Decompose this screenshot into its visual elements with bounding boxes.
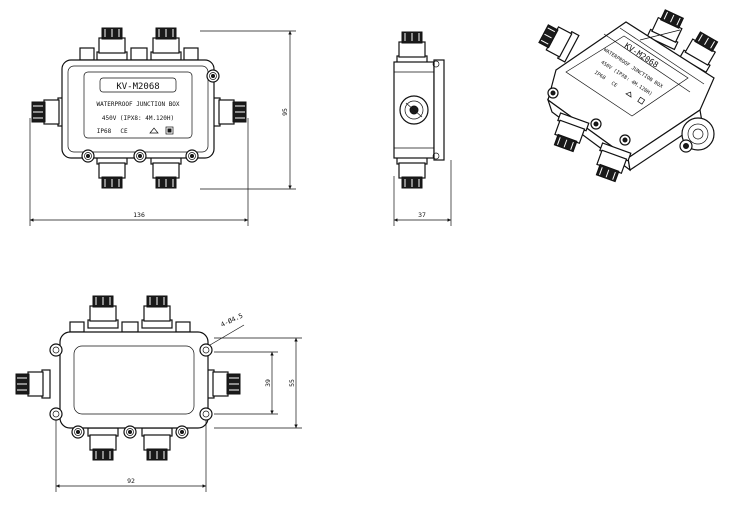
gland-icon <box>87 295 119 329</box>
label-line1: WATERPROOF JUNCTION BOX <box>96 101 179 108</box>
gland-icon <box>31 97 67 127</box>
dim-width-bottom: 92 <box>127 477 135 485</box>
gland-icon <box>396 31 428 65</box>
dim-height-front: 95 <box>281 108 289 116</box>
dim-depth-side: 37 <box>418 211 426 219</box>
front-view: KV-M2068 WATERPROOF JUNCTION BOX 450V (I… <box>29 27 296 226</box>
gland-icon <box>96 155 128 189</box>
home-icon <box>625 91 632 98</box>
isometric-view: KV-M2068 WATERPROOF JUNCTION BOX 450V (I… <box>535 7 723 184</box>
home-icon <box>149 127 159 134</box>
dim-height-bottom-inner: 39 <box>264 379 272 387</box>
bottom-view: 4-Ø4.5 39 55 92 <box>15 295 302 492</box>
gland-icon <box>205 369 241 399</box>
gland-icon <box>141 427 173 461</box>
ce-mark-iso: CE <box>610 81 618 89</box>
dim-hole: 4-Ø4.5 <box>219 312 244 329</box>
gland-icon <box>87 427 119 461</box>
ce-mark: CE <box>120 128 128 135</box>
gland-icon <box>15 369 51 399</box>
ip-label-iso: IP68 <box>593 70 606 82</box>
side-view: 37 <box>393 31 452 226</box>
gland-icon <box>535 19 580 63</box>
disposal-icon <box>637 96 646 105</box>
disposal-icon <box>165 126 174 135</box>
dim-width-front: 136 <box>133 211 145 219</box>
dim-height-bottom-outer: 55 <box>288 379 296 387</box>
label-line2: 450V (IPX8: 4M.120H) <box>102 115 174 122</box>
gland-icon <box>150 27 182 61</box>
gland-icon <box>141 295 173 329</box>
gland-icon <box>96 27 128 61</box>
model-label: KV-M2068 <box>116 82 159 92</box>
gland-icon <box>211 97 247 127</box>
gland-icon <box>150 155 182 189</box>
ip-label: IP68 <box>97 128 112 135</box>
gland-icon <box>396 155 428 189</box>
